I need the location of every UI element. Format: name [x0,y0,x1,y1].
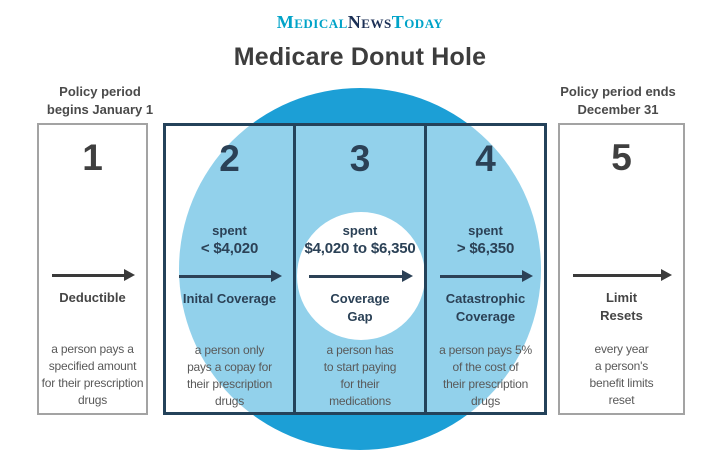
stage-number: 5 [611,137,632,178]
spent-value: > $6,350 [456,240,515,257]
stage-column-5: 5 Limit Resets every year a person's ben… [558,123,685,415]
stage-number: 3 [349,138,371,179]
spent-value: < $4,020 [200,240,259,257]
stage-number: 2 [219,138,240,179]
stage-column-1: 1 Deductible a person pays a specified a… [37,123,148,415]
brand-logo-medical: Medical [276,12,348,32]
brand-logo: MedicalNewsToday [0,12,720,33]
stage-number: 4 [475,138,496,179]
spent-label: spent [342,223,378,238]
stage-label: Catastrophic Coverage [445,291,526,325]
spent-label: spent [468,223,503,238]
stage-description: a person pays 5% of the cost of their pr… [439,343,532,409]
page-title: Medicare Donut Hole [233,43,487,71]
stage-description: a person only pays a copay for their pre… [186,343,273,409]
spent-label: spent [212,223,247,238]
brand-logo-news: News [347,12,392,32]
arrow-right-icon [52,269,135,282]
stage-label: Inital Coverage [182,291,277,306]
stage-description: a person pays a specified amount for the… [41,342,144,408]
stage-description: every year a person's benefit limits res… [589,342,654,408]
stage-label: Deductible [59,290,126,305]
brand-logo-today: Today [391,12,444,32]
policy-end-annotation: Policy period ends December 31 [560,84,676,117]
policy-start-annotation: Policy period begins January 1 [46,84,154,117]
stage-description: a person has to start paying for their m… [323,343,397,409]
spent-value: $4,020 to $6,350 [304,240,416,257]
stage-label: Limit Resets [600,290,643,324]
stage-column-3: 3 spent $4,020 to $6,350 Coverage Gap a … [296,123,427,415]
stage-column-2: 2 spent < $4,020 Inital Coverage a perso… [163,123,296,415]
arrow-right-icon [309,270,413,283]
stage-label: Coverage Gap [330,291,390,325]
arrow-right-icon [573,269,672,282]
stage-column-4: 4 spent > $6,350 Catastrophic Coverage a… [427,123,547,415]
stage-number: 1 [82,137,103,178]
arrow-right-icon [440,270,533,283]
arrow-right-icon [179,270,282,283]
